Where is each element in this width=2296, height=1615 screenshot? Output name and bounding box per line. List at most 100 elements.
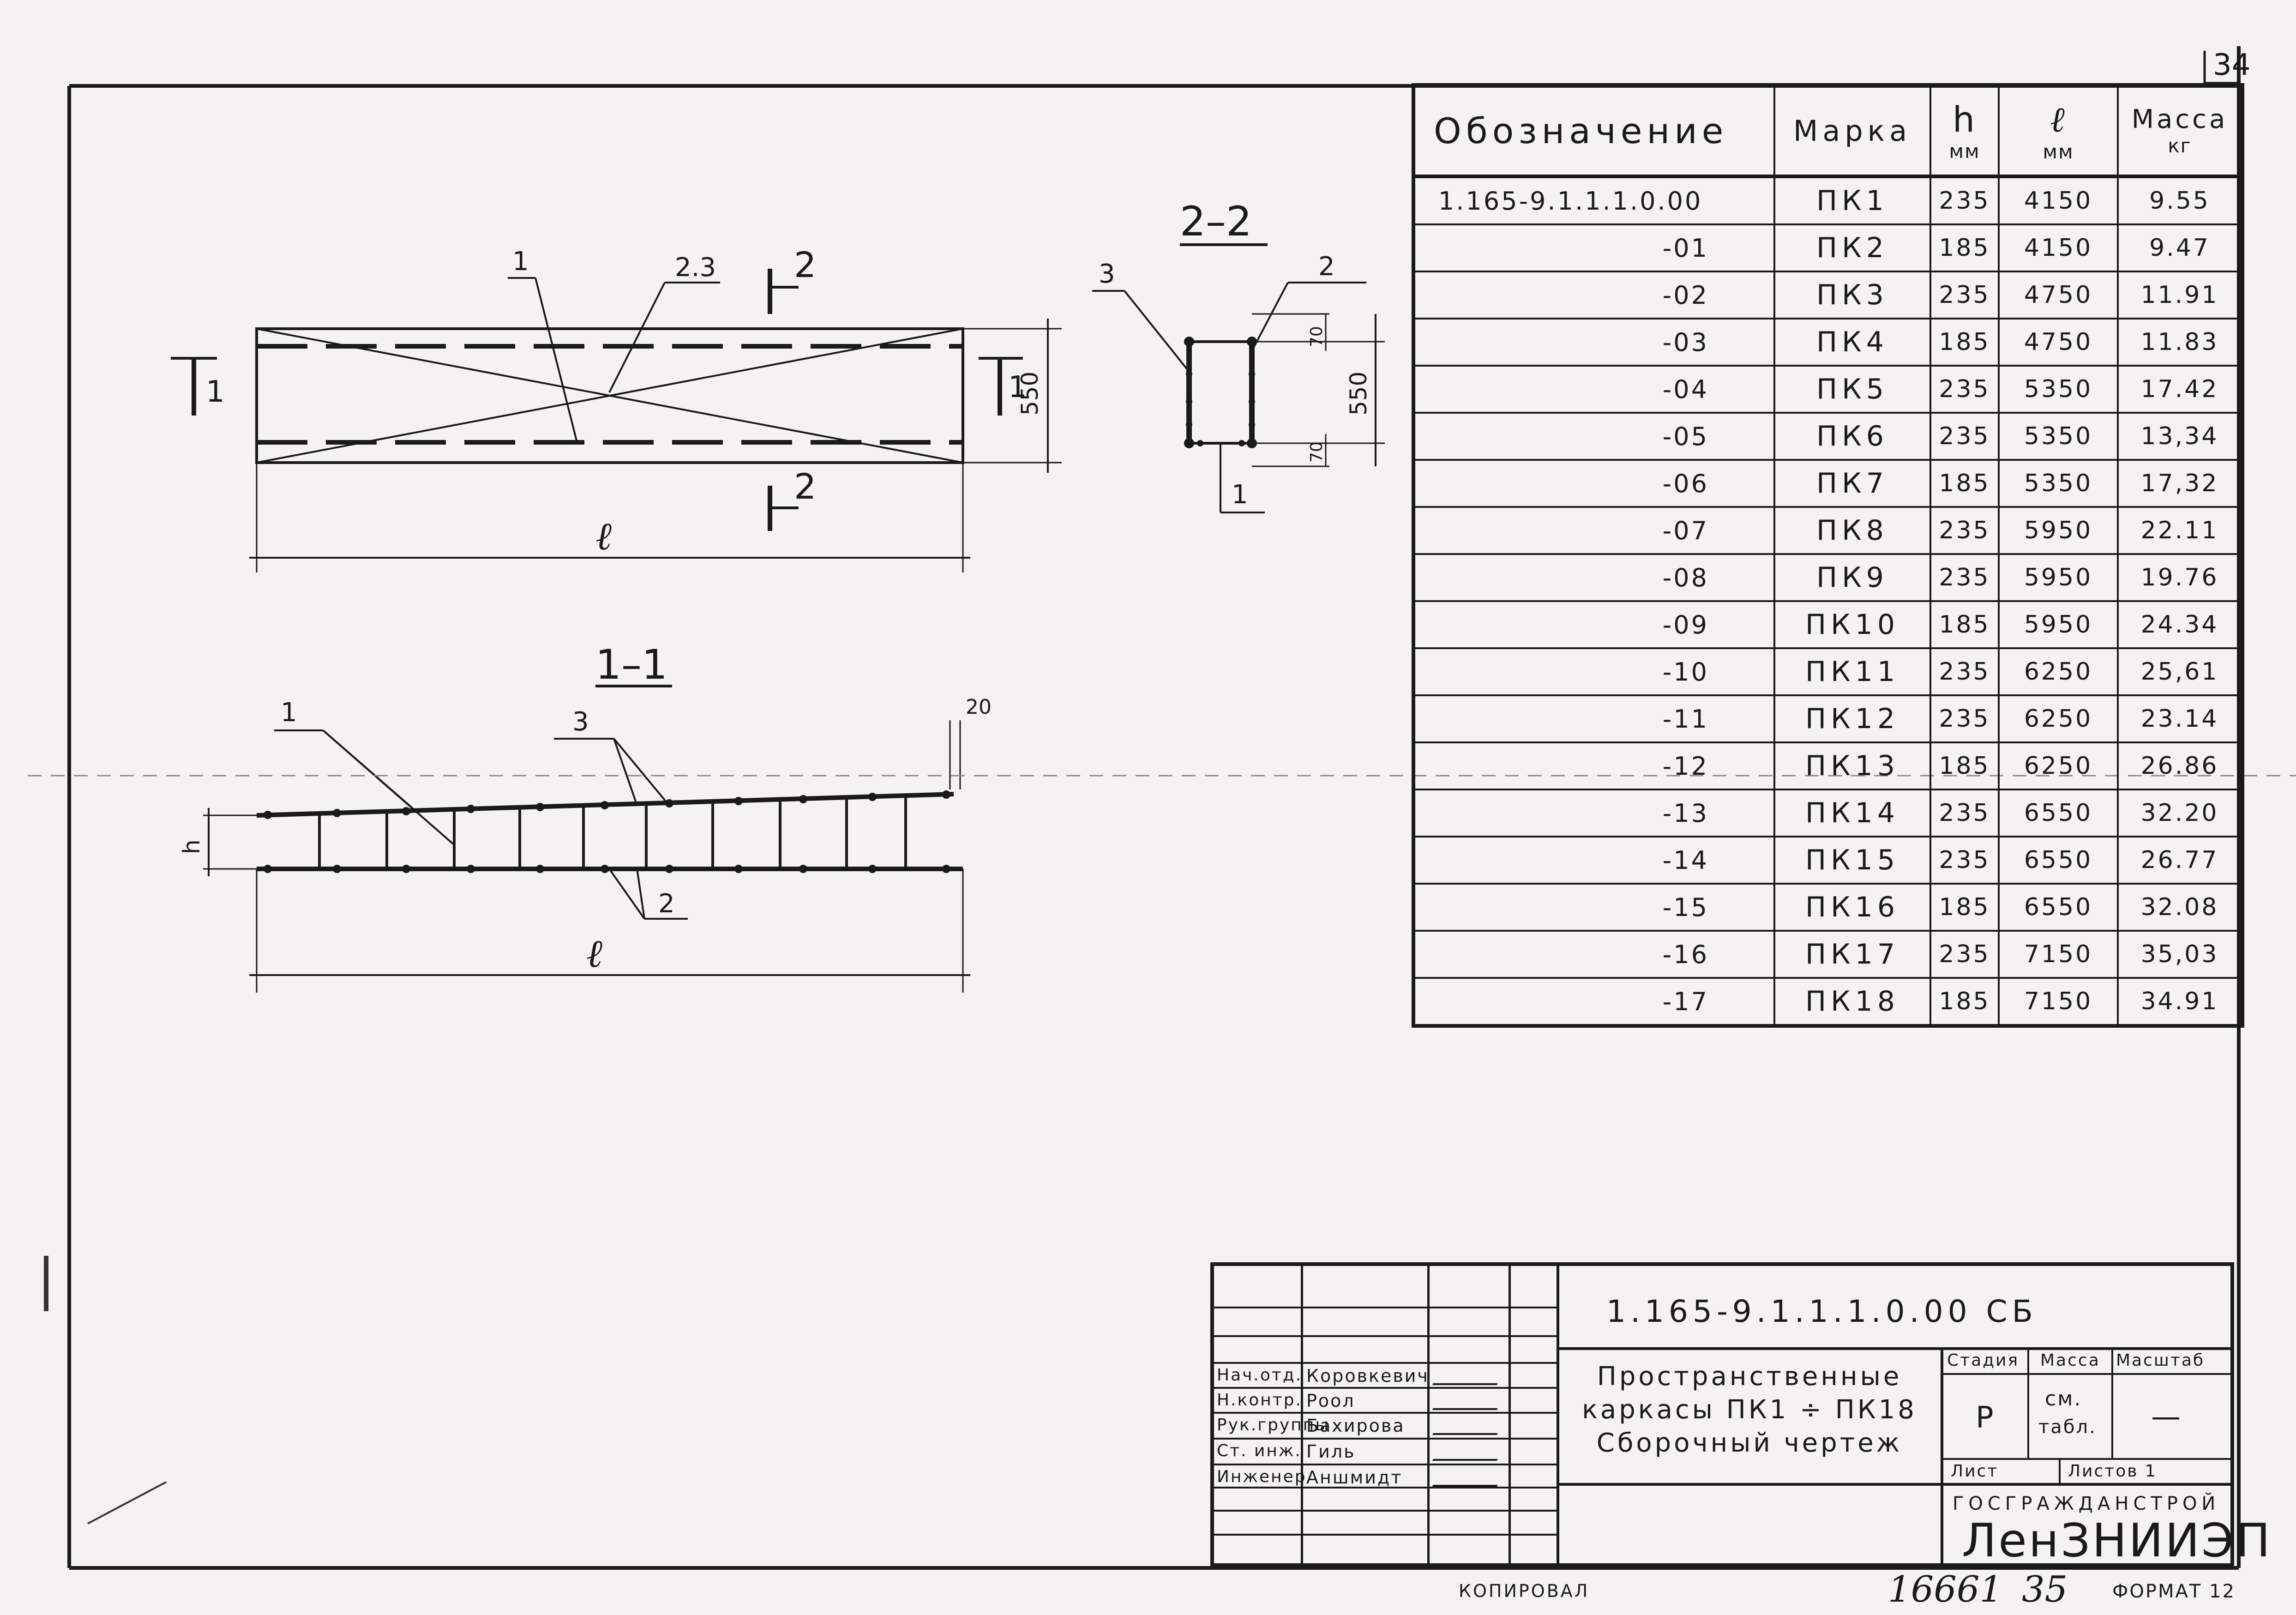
cell-mark: ПК9 [1773,553,1931,602]
cell-h: 185 [1929,883,2000,932]
cell-l: 4750 [1998,318,2119,367]
cell-mass: 9.47 [2117,223,2243,272]
sheets-label: Листов 1 [2068,1462,2157,1481]
signer-role: Нач.отд. [1217,1366,1303,1385]
cell-l: 7150 [1998,930,2119,979]
header-l: ℓ мм [1998,84,2119,178]
cell-mass: 34.91 [2117,977,2243,1027]
header-h-unit: мм [1949,140,1980,163]
doc-title-line-2: каркасы ПК1 ÷ ПК18 [1582,1395,1917,1425]
org-institute: ЛенЗНИИЭП [1962,1513,2272,1567]
section-1-1-length-dim: ℓ [586,931,602,976]
cell-h: 185 [1929,600,2000,649]
cell-designation: -02 [1412,271,1775,319]
plan-section-2-bottom: 2 [794,466,816,507]
header-mass-unit: кг [2168,134,2192,157]
cell-designation: -07 [1412,506,1775,555]
header-h: h мм [1929,84,2000,178]
cell-mark: ПК12 [1773,694,1931,743]
cell-l: 5950 [1998,600,2119,649]
bottom-hand-page: 35 [2022,1569,2068,1610]
signer-role: Инженер [1217,1467,1307,1486]
cell-mass: 35,03 [2117,930,2243,979]
cell-h: 235 [1929,175,2000,225]
cell-designation: -12 [1412,741,1775,790]
cell-designation: -17 [1412,977,1775,1027]
section-2-2-callout-1: 1 [1232,480,1248,510]
cell-l: 6250 [1998,647,2119,696]
cell-h: 235 [1929,271,2000,319]
cell-mark: ПК1 [1773,175,1931,225]
cell-mark: ПК2 [1773,223,1931,272]
signer-name: Роол [1306,1391,1355,1411]
cell-mass: 32.08 [2117,883,2243,932]
cell-l: 5350 [1998,365,2119,414]
cell-l: 5950 [1998,553,2119,602]
cell-l: 4750 [1998,271,2119,319]
scale-value: — [2151,1400,2182,1434]
cell-designation: -13 [1412,789,1775,838]
doc-title: Пространственные каркасы ПК1 ÷ ПК18 Сбор… [1565,1360,1934,1460]
section-2-2-bar-dots [1184,337,1257,448]
cell-h: 185 [1929,977,2000,1027]
header-designation: Обозначение [1412,84,1775,178]
cell-mass: 9.55 [2117,175,2243,225]
sheet-number: 34 [2213,48,2251,82]
cell-designation: -06 [1412,459,1775,508]
section-1-1-dim-20: 20 [966,695,992,719]
cell-l: 5350 [1998,412,2119,461]
section-2-2 [1092,243,1385,513]
scan-marks [28,775,2296,1525]
cell-designation: -16 [1412,930,1775,979]
cell-l: 6550 [1998,883,2119,932]
signature-mark [1432,1368,1503,1385]
title-block: 1.165-9.1.1.1.0.00 СБ Пространственные к… [1210,1262,2270,1567]
mass-label: Масса [2040,1351,2100,1370]
cell-mass: 26.77 [2117,836,2243,885]
cell-h: 185 [1929,459,2000,508]
cell-h: 235 [1929,412,2000,461]
cell-designation: -01 [1412,223,1775,272]
cell-mark: ПК18 [1773,977,1931,1027]
section-1-1-dim-h: h [178,839,205,854]
cell-designation: 1.165-9.1.1.1.0.00 [1412,175,1775,225]
signature-mark [1432,1443,1503,1461]
cell-mark: ПК3 [1773,271,1931,319]
cell-mark: ПК7 [1773,459,1931,508]
sheet-label: Лист [1951,1462,1999,1481]
cell-h: 235 [1929,365,2000,414]
signer-role: Рук.группы [1217,1416,1330,1434]
plan-length-dim: ℓ [595,513,612,559]
cell-mass: 11.91 [2117,271,2243,319]
cell-h: 235 [1929,694,2000,743]
section-2-2-title: 2–2 [1180,198,1252,245]
cell-h: 235 [1929,553,2000,602]
cell-l: 4150 [1998,175,2119,225]
cell-l: 7150 [1998,977,2119,1027]
signature-mark [1432,1392,1503,1410]
cell-mass: 13,34 [2117,412,2243,461]
section-1-1-callout-2: 2 [658,889,675,919]
plan-section-1-right: 1 [1008,370,1027,404]
header-mark: Марка [1773,84,1931,178]
signer-name: Бахирова [1306,1416,1405,1436]
cell-mass: 17.42 [2117,365,2243,414]
section-2-2-callout-3: 3 [1099,259,1115,289]
cell-mass: 11.83 [2117,318,2243,367]
cell-mark: ПК16 [1773,883,1931,932]
cell-l: 5950 [1998,506,2119,555]
signer-name: Гиль [1306,1441,1356,1462]
section-1-1-callout-3: 3 [572,707,589,737]
section-1-1-bar-dots [264,790,950,873]
cell-mark: ПК6 [1773,412,1931,461]
signer-role: Ст. инж. [1217,1441,1302,1460]
cell-mass: 23.14 [2117,694,2243,743]
